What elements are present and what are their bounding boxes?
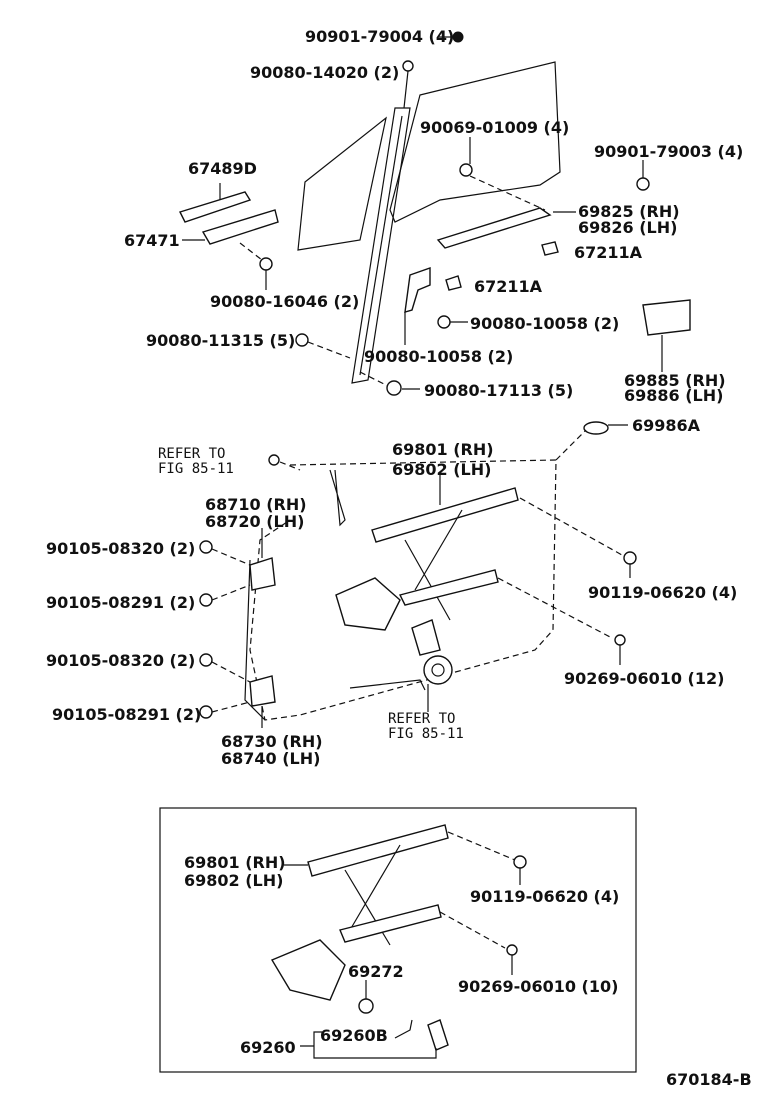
- label-69886: 69886 (LH): [624, 386, 724, 405]
- label-69260: 69260: [240, 1038, 296, 1057]
- door-hinge-lower: [249, 675, 276, 707]
- window-motor: [423, 655, 453, 685]
- bolt-icon: [199, 705, 213, 719]
- label-90269-06010-inset: 90269-06010 (10): [458, 977, 619, 996]
- label-90119-06620-inset: 90119-06620 (4): [470, 887, 620, 906]
- inset-box: [159, 807, 637, 1073]
- stopper-67211a-2: [445, 275, 462, 291]
- figure-code: 670184-B: [666, 1070, 752, 1089]
- label-90119-06620: 90119-06620 (4): [588, 583, 738, 602]
- label-90080-10058-b: 90080-10058 (2): [364, 347, 514, 366]
- bolt-icon: [402, 60, 414, 72]
- label-69825: 69825 (RH): [578, 202, 680, 221]
- label-90105-08320: 90105-08320 (2): [46, 539, 196, 558]
- label-69801: 69801 (RH): [392, 440, 494, 459]
- glass-channel: [436, 207, 552, 249]
- label-69802: 69802 (LH): [392, 460, 492, 479]
- run-channel: [351, 107, 411, 384]
- refer-to-fig: FIG 85-11: [158, 461, 234, 477]
- window-regulator-inset: [307, 824, 449, 877]
- regulator-gear: [335, 577, 401, 631]
- bolt-icon: [513, 855, 527, 869]
- label-69826: 69826 (LH): [578, 218, 678, 237]
- door-inner-panel: [249, 459, 557, 721]
- label-67211a-2: 67211A: [474, 277, 543, 296]
- label-90080-10058: 90080-10058 (2): [470, 314, 620, 333]
- label-90105-08291: 90105-08291 (2): [46, 593, 196, 612]
- label-69260b: 69260B: [320, 1026, 388, 1045]
- nut-icon: [386, 380, 402, 396]
- window-regulator-top: [371, 487, 519, 543]
- bolt-icon: [459, 163, 473, 177]
- label-90269-06010: 90269-06010 (12): [564, 669, 725, 688]
- door-hinge-upper: [249, 557, 276, 591]
- spring-icon: [427, 1019, 449, 1051]
- label-90080-11315: 90080-11315 (5): [146, 331, 296, 350]
- label-90901-79004: 90901-79004 (4): [305, 27, 455, 46]
- label-69802-inset: 69802 (LH): [184, 871, 284, 890]
- clip-icon: [636, 177, 650, 191]
- label-90080-16046: 90080-16046 (2): [210, 292, 360, 311]
- label-69272: 69272: [348, 962, 404, 981]
- bolt-icon: [259, 257, 273, 271]
- label-69801-inset: 69801 (RH): [184, 853, 286, 872]
- label-68730: 68730 (RH): [221, 732, 323, 751]
- regulator-sector-gear: [270, 939, 346, 1001]
- label-67489d: 67489D: [188, 159, 257, 178]
- door-glass-front: [297, 116, 387, 251]
- label-90069-01009: 90069-01009 (4): [420, 118, 570, 137]
- bolt-icon: [295, 333, 309, 347]
- label-68740: 68740 (LH): [221, 749, 321, 768]
- screw-icon: [614, 634, 626, 646]
- clip-icon: [452, 31, 464, 43]
- refer-to-note: REFER TO: [158, 446, 226, 462]
- door-glass-main: [389, 61, 561, 223]
- washer-icon: [358, 998, 374, 1014]
- label-90080-17113: 90080-17113 (5): [424, 381, 574, 400]
- refer-to-note-2: REFER TO: [388, 711, 456, 727]
- label-67471: 67471: [124, 231, 180, 250]
- hole-plug: [583, 421, 609, 435]
- bolt-icon: [437, 315, 451, 329]
- label-67211a: 67211A: [574, 243, 643, 262]
- weatherstrip-67471: [201, 209, 279, 245]
- bolt-icon: [199, 653, 213, 667]
- bracket: [404, 267, 431, 313]
- bolt-icon: [623, 551, 637, 565]
- label-69885: 69885 (RH): [624, 371, 726, 390]
- label-90901-79003: 90901-79003 (4): [594, 142, 744, 161]
- screw-icon: [506, 944, 518, 956]
- refer-to-fig-2: FIG 85-11: [388, 726, 464, 742]
- label-69986a: 69986A: [632, 416, 701, 435]
- service-cover: [642, 299, 691, 336]
- label-90080-14020: 90080-14020 (2): [250, 63, 400, 82]
- weatherstrip-67489d: [179, 191, 252, 223]
- label-68720: 68720 (LH): [205, 512, 305, 531]
- bolt-icon: [199, 593, 213, 607]
- label-90105-08291-b: 90105-08291 (2): [52, 705, 202, 724]
- label-90105-08320-b: 90105-08320 (2): [46, 651, 196, 670]
- label-68710: 68710 (RH): [205, 495, 307, 514]
- bolt-icon: [268, 454, 280, 466]
- stopper-67211a: [541, 241, 559, 256]
- bolt-icon: [199, 540, 213, 554]
